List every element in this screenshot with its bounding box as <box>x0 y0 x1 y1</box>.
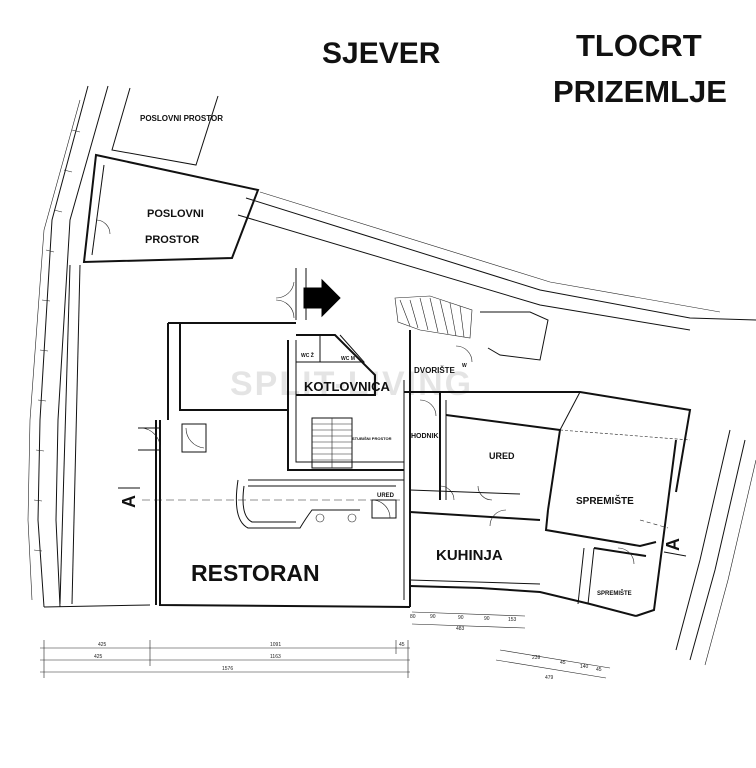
title-line-1: TLOCRT <box>576 28 702 63</box>
neighbour-poslovni: POSLOVNI PROSTOR <box>111 87 223 166</box>
dim-bottom-1a: 425 <box>98 642 107 648</box>
room-poslovni: POSLOVNI PROSTOR <box>82 153 260 264</box>
dim-bottom-2b: 1163 <box>270 654 281 660</box>
room-label-ured-small: URED <box>377 493 395 499</box>
dim-br-2: 483 <box>456 626 465 632</box>
room-label-wc-z: WC Ž <box>301 351 314 359</box>
dim-br-1b: 90 <box>430 614 436 620</box>
room-label-kotlovnica: KOTLOVNICA <box>304 379 391 394</box>
room-label-kuhinja: KUHINJA <box>436 547 503 564</box>
room-label-dvoriste: DVORIŠTE <box>414 366 456 375</box>
dim-bottom-1b: 1091 <box>270 642 281 648</box>
dim-fr-1b: 45 <box>560 660 566 666</box>
dim-bottom-total: 1576 <box>222 666 233 672</box>
dim-fr-1a: 239 <box>532 655 541 661</box>
dim-br-1c: 90 <box>458 615 464 621</box>
room-label-poslovni-1: POSLOVNI <box>147 208 204 220</box>
staircase: STUBIŠNI PROSTOR <box>311 295 473 469</box>
dim-br-1e: 153 <box>508 617 517 623</box>
dimension-lines-bottom: 425 1091 45 425 1163 1576 80 90 90 90 15… <box>40 611 611 681</box>
bar-counter: RESTORAN <box>191 479 404 586</box>
section-mark-right: A <box>663 538 687 557</box>
room-label-stair: STUBIŠNI PROSTOR <box>352 436 392 441</box>
svg-text:A: A <box>663 538 683 551</box>
north-label: SJEVER <box>322 37 441 70</box>
room-label-hodnik: HODNIK <box>411 433 439 440</box>
room-label-poslovni-top: POSLOVNI PROSTOR <box>140 114 223 123</box>
watermark: SPLIT-LIVING <box>230 365 473 403</box>
title-line-2: PRIZEMLJE <box>553 74 727 109</box>
room-label-w: W <box>462 363 467 369</box>
dim-fr-2: 479 <box>545 675 554 681</box>
dim-fr-1c: 140 <box>580 664 589 670</box>
room-label-restoran: RESTORAN <box>191 560 320 586</box>
room-label-poslovni-2: PROSTOR <box>145 234 199 246</box>
arrow-right-icon <box>303 278 341 318</box>
room-kotlovnica: WC Ž WC M KOTLOVNICA <box>296 334 391 396</box>
dim-bottom-1c: 45 <box>399 642 405 648</box>
right-block: DVORIŠTE W HODNIK URED URED SPREMIŠTE SP… <box>371 311 692 617</box>
svg-text:A: A <box>119 495 139 508</box>
room-label-spremiste-small: SPREMIŠTE <box>597 589 632 597</box>
section-mark-left: A <box>118 487 400 508</box>
plot-boundary <box>27 85 756 666</box>
dim-br-1d: 90 <box>484 616 490 622</box>
dim-br-1a: 80 <box>410 614 416 620</box>
dim-fr-1d: 45 <box>596 667 602 673</box>
room-label-wc-m: WC M <box>341 356 355 362</box>
room-label-spremiste-big: SPREMIŠTE <box>576 494 634 507</box>
room-label-ured-big: URED <box>489 451 515 461</box>
dim-bottom-2a: 425 <box>94 654 103 660</box>
